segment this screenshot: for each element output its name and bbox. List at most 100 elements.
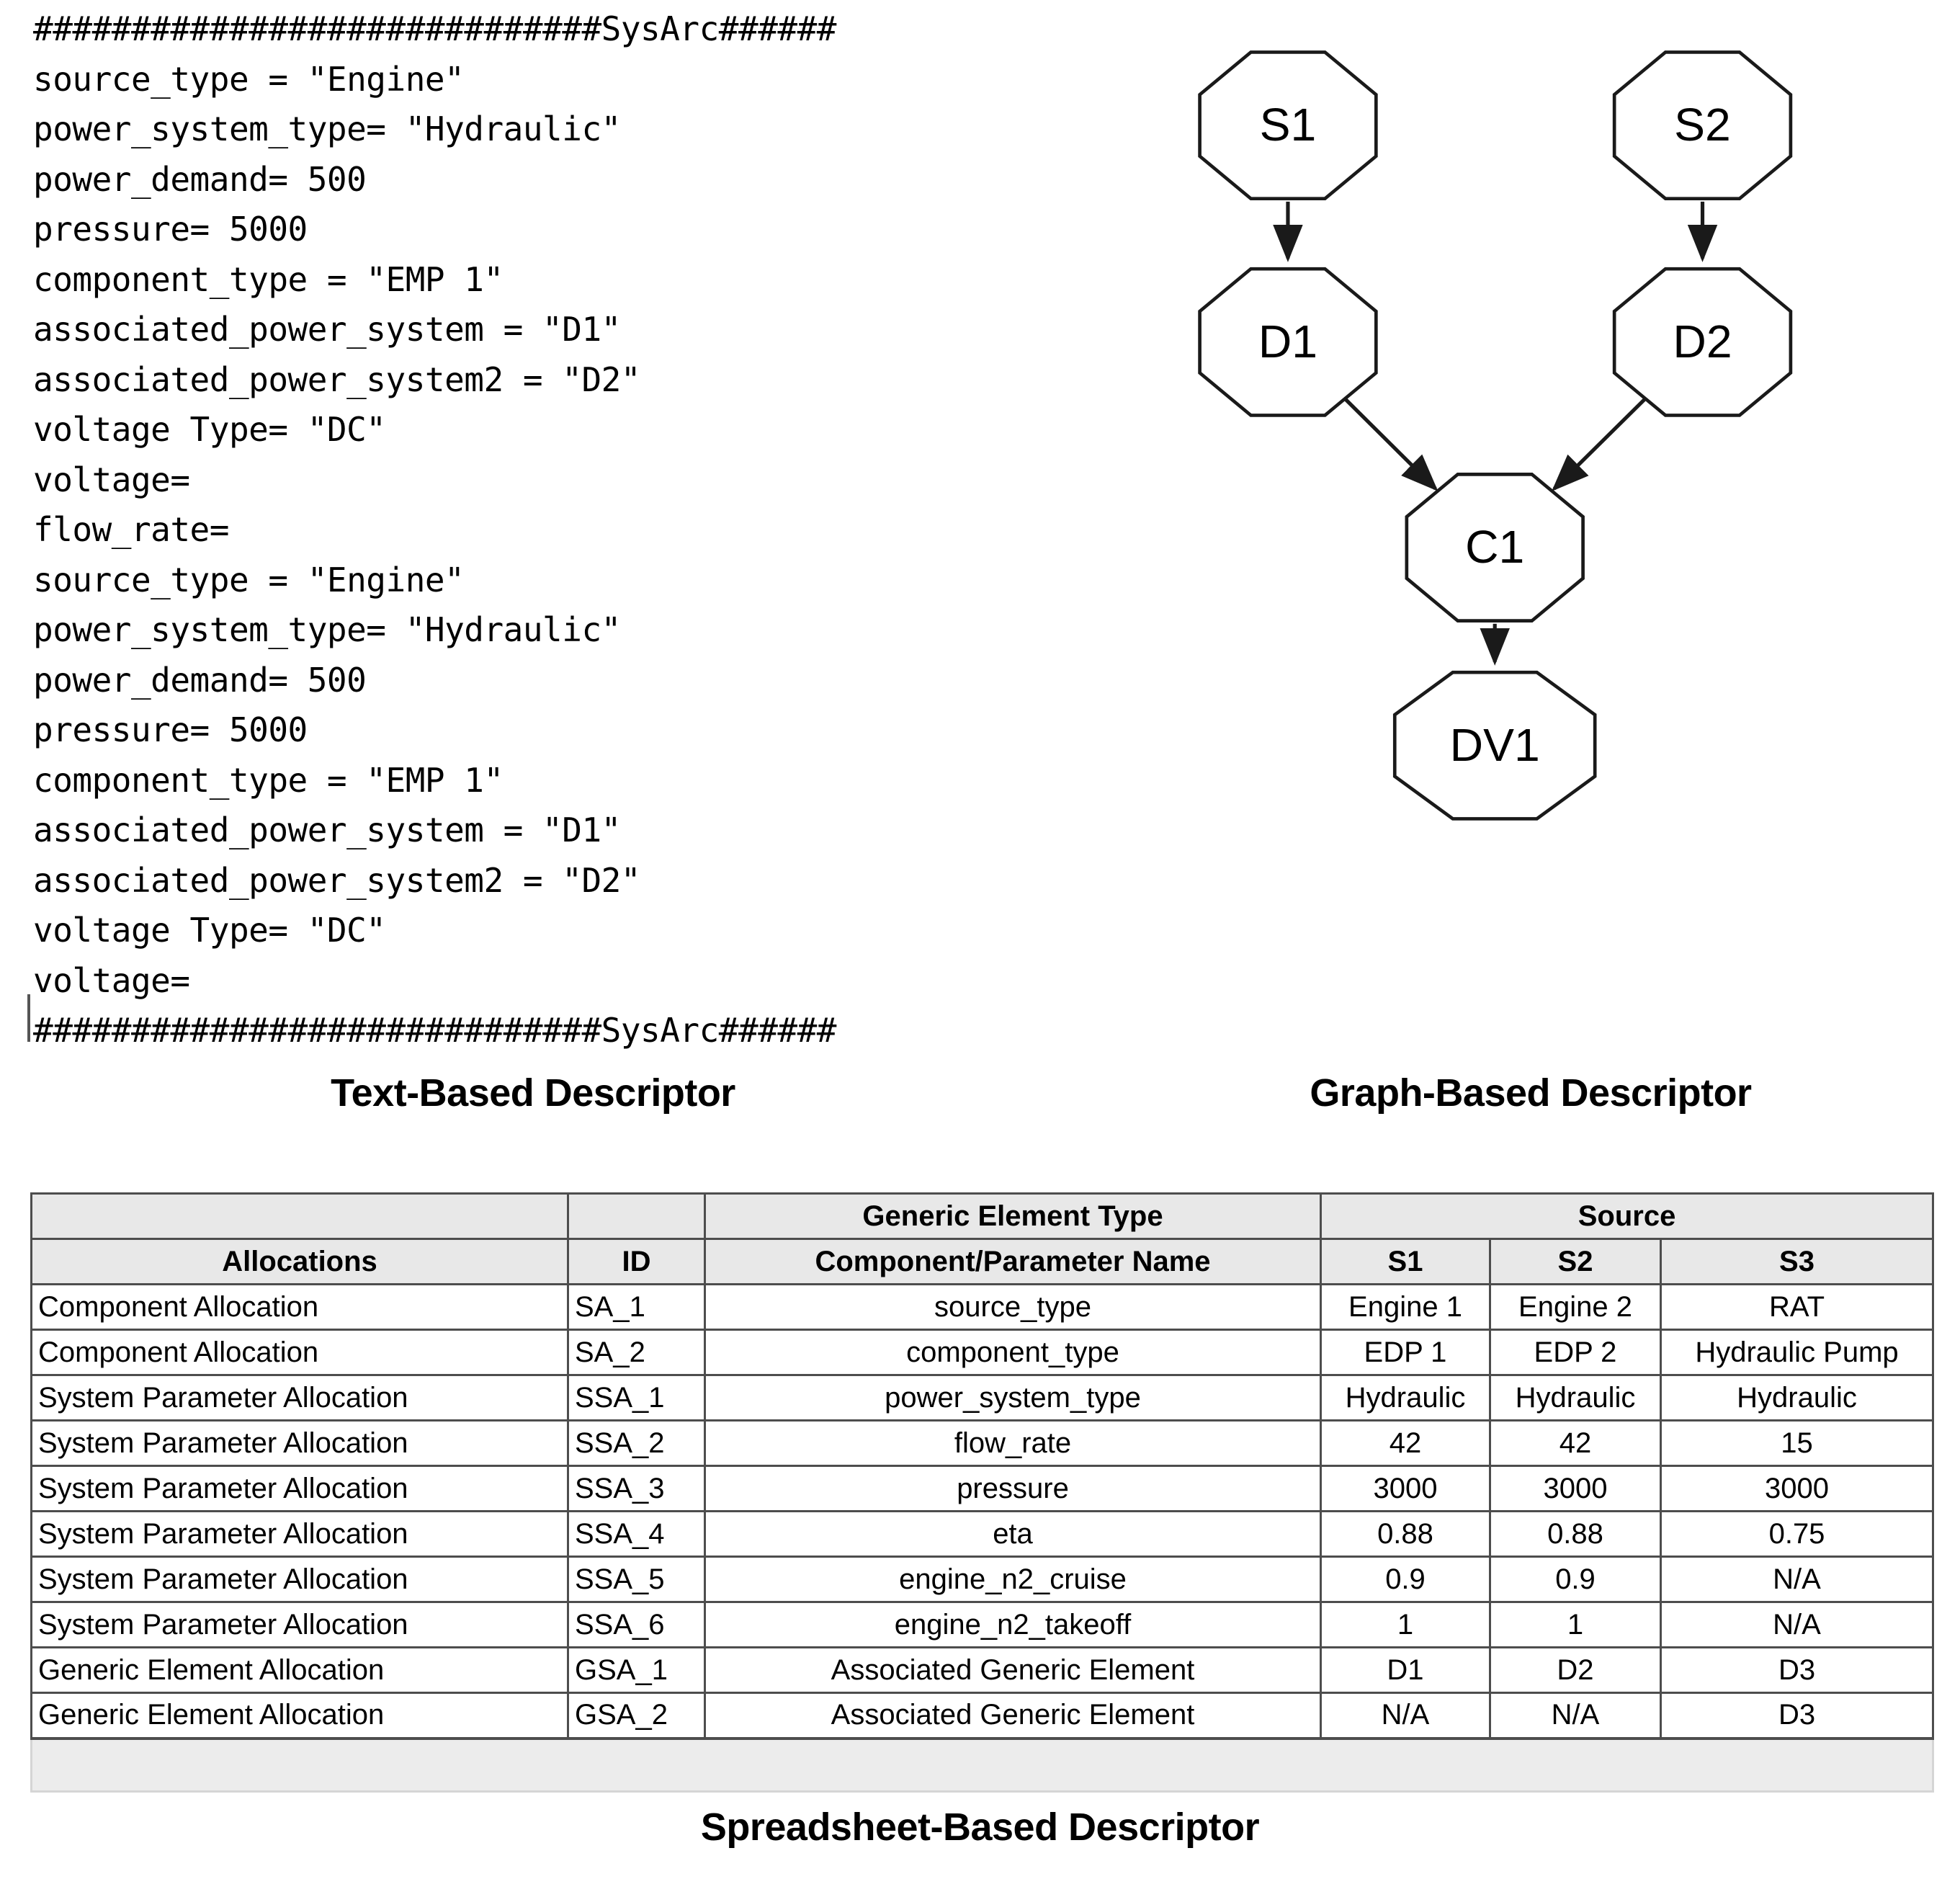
cell-allocation[interactable]: System Parameter Allocation bbox=[30, 1601, 569, 1648]
cell-parameter-name[interactable]: power_system_type bbox=[704, 1374, 1322, 1421]
cell-s1[interactable]: 1 bbox=[1320, 1601, 1491, 1648]
cell-parameter-name[interactable]: source_type bbox=[704, 1283, 1322, 1331]
cell-s1[interactable]: D1 bbox=[1320, 1646, 1491, 1694]
cell-id[interactable]: SSA_6 bbox=[567, 1601, 706, 1648]
code-line: #############################SysArc#####… bbox=[33, 9, 836, 48]
cell-allocation[interactable]: Component Allocation bbox=[30, 1329, 569, 1376]
column-header-s2[interactable]: S2 bbox=[1489, 1238, 1662, 1285]
cell-allocation[interactable]: System Parameter Allocation bbox=[30, 1374, 569, 1421]
allocations-table[interactable]: Generic Element Type Source Allocations … bbox=[30, 1192, 1935, 1793]
cell-allocation[interactable]: System Parameter Allocation bbox=[30, 1465, 569, 1512]
cell-id[interactable]: SSA_2 bbox=[567, 1419, 706, 1467]
cell-allocation[interactable]: System Parameter Allocation bbox=[30, 1419, 569, 1467]
cell-s3[interactable]: Hydraulic Pump bbox=[1659, 1329, 1935, 1376]
sysarc-text-block[interactable]: #############################SysArc#####… bbox=[27, 4, 1099, 1056]
graph-node-s2[interactable]: S2 bbox=[1612, 50, 1793, 201]
cell-s2[interactable]: 1 bbox=[1489, 1601, 1662, 1648]
cell-s2[interactable]: 0.9 bbox=[1489, 1556, 1662, 1603]
cell-s1[interactable]: N/A bbox=[1320, 1692, 1491, 1739]
cell-id[interactable]: GSA_1 bbox=[567, 1646, 706, 1694]
column-header-component-parameter-name[interactable]: Component/Parameter Name bbox=[704, 1238, 1322, 1285]
cell-parameter-name[interactable]: eta bbox=[704, 1510, 1322, 1558]
code-line: associated_power_system2 = "D2" bbox=[33, 360, 641, 399]
octagon-icon bbox=[1198, 267, 1378, 417]
cell-s1[interactable]: EDP 1 bbox=[1320, 1329, 1491, 1376]
code-line: voltage Type= "DC" bbox=[33, 410, 386, 449]
cell-s3[interactable]: 15 bbox=[1659, 1419, 1935, 1467]
cell-s1[interactable]: Hydraulic bbox=[1320, 1374, 1491, 1421]
cell-s2[interactable]: 3000 bbox=[1489, 1465, 1662, 1512]
cell-s3[interactable]: D3 bbox=[1659, 1692, 1935, 1739]
cell-s1[interactable]: 0.9 bbox=[1320, 1556, 1491, 1603]
cell-allocation[interactable]: System Parameter Allocation bbox=[30, 1510, 569, 1558]
cell-id[interactable]: GSA_2 bbox=[567, 1692, 706, 1739]
cell-s3[interactable]: D3 bbox=[1659, 1646, 1935, 1694]
cell-parameter-name[interactable]: engine_n2_cruise bbox=[704, 1556, 1322, 1603]
code-line: source_type = "Engine" bbox=[33, 560, 465, 599]
table-footer-spacer-row bbox=[30, 1736, 1935, 1793]
cell-s2[interactable]: 42 bbox=[1489, 1419, 1662, 1467]
cell-s2[interactable]: N/A bbox=[1489, 1692, 1662, 1739]
graph-node-label: C1 bbox=[1465, 521, 1524, 573]
cell-s1[interactable]: 0.88 bbox=[1320, 1510, 1491, 1558]
cell-s3[interactable]: 0.75 bbox=[1659, 1510, 1935, 1558]
cell-allocation[interactable]: Generic Element Allocation bbox=[30, 1692, 569, 1739]
column-header-allocations[interactable]: Allocations bbox=[30, 1238, 569, 1285]
cell-parameter-name[interactable]: flow_rate bbox=[704, 1419, 1322, 1467]
text-based-descriptor-panel: #############################SysArc#####… bbox=[27, 4, 1099, 1056]
graph-node-dv1[interactable]: DV1 bbox=[1392, 670, 1597, 821]
code-line: flow_rate= bbox=[33, 510, 229, 549]
column-header-s3[interactable]: S3 bbox=[1659, 1238, 1935, 1285]
cell-s2[interactable]: D2 bbox=[1489, 1646, 1662, 1694]
graph-node-s1[interactable]: S1 bbox=[1198, 50, 1378, 201]
cell-allocation[interactable]: Component Allocation bbox=[30, 1283, 569, 1331]
cell-parameter-name[interactable]: pressure bbox=[704, 1465, 1322, 1512]
cell-s1[interactable]: 3000 bbox=[1320, 1465, 1491, 1512]
code-line: pressure= 5000 bbox=[33, 710, 308, 749]
cell-id[interactable]: SSA_5 bbox=[567, 1556, 706, 1603]
cell-s2[interactable]: 0.88 bbox=[1489, 1510, 1662, 1558]
column-header-id[interactable]: ID bbox=[567, 1238, 706, 1285]
cell-id[interactable]: SSA_1 bbox=[567, 1374, 706, 1421]
column-header-s1[interactable]: S1 bbox=[1320, 1238, 1491, 1285]
cell-s2[interactable]: Engine 2 bbox=[1489, 1283, 1662, 1331]
graph-node-d2[interactable]: D2 bbox=[1612, 267, 1793, 417]
cell-s3[interactable]: N/A bbox=[1659, 1601, 1935, 1648]
octagon-icon bbox=[1612, 267, 1793, 417]
cell-allocation[interactable]: System Parameter Allocation bbox=[30, 1556, 569, 1603]
cell-id[interactable]: SSA_4 bbox=[567, 1510, 706, 1558]
code-line: #############################SysArc#####… bbox=[27, 994, 1099, 1056]
cell-parameter-name[interactable]: Associated Generic Element bbox=[704, 1692, 1322, 1739]
cell-allocation[interactable]: Generic Element Allocation bbox=[30, 1646, 569, 1694]
cell-s3[interactable]: N/A bbox=[1659, 1556, 1935, 1603]
cell-s2[interactable]: EDP 2 bbox=[1489, 1329, 1662, 1376]
cell-id[interactable]: SSA_3 bbox=[567, 1465, 706, 1512]
cell-s3[interactable]: Hydraulic bbox=[1659, 1374, 1935, 1421]
cell-s2[interactable]: Hydraulic bbox=[1489, 1374, 1662, 1421]
cell-id[interactable]: SA_2 bbox=[567, 1329, 706, 1376]
cell-parameter-name[interactable]: engine_n2_takeoff bbox=[704, 1601, 1322, 1648]
graph-node-d1[interactable]: D1 bbox=[1198, 267, 1378, 417]
cell-parameter-name[interactable]: component_type bbox=[704, 1329, 1322, 1376]
cell-s1[interactable]: Engine 1 bbox=[1320, 1283, 1491, 1331]
cell-s1[interactable]: 42 bbox=[1320, 1419, 1491, 1467]
cell-s3[interactable]: RAT bbox=[1659, 1283, 1935, 1331]
graph-node-c1[interactable]: C1 bbox=[1405, 473, 1585, 622]
spreadsheet-based-descriptor-panel: Generic Element Type Source Allocations … bbox=[30, 1192, 1935, 1793]
cell-id[interactable]: SA_1 bbox=[567, 1283, 706, 1331]
cell-parameter-name[interactable]: Associated Generic Element bbox=[704, 1646, 1322, 1694]
cell-s3[interactable]: 3000 bbox=[1659, 1465, 1935, 1512]
graph-node-label: DV1 bbox=[1450, 719, 1540, 771]
